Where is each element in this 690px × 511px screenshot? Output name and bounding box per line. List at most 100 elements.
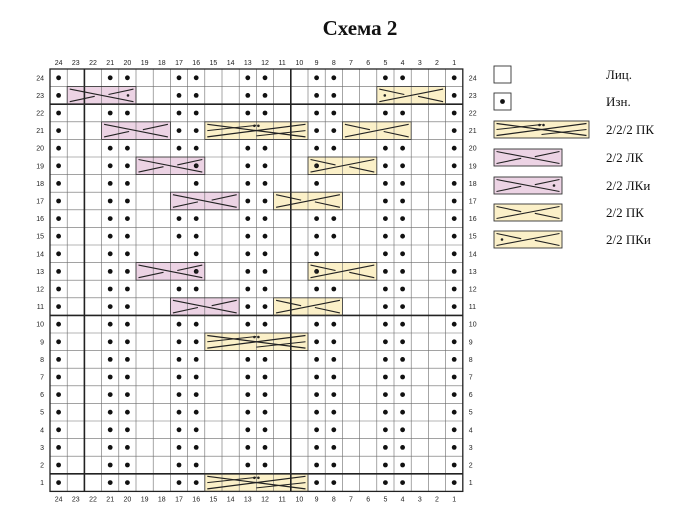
- cable-outline: [204, 473, 309, 492]
- purl-dot: [400, 321, 405, 327]
- purl-dot: [383, 198, 388, 204]
- legend-cable-lcp: [496, 178, 560, 193]
- purl-dot: [193, 181, 199, 186]
- cable-line: [496, 124, 542, 130]
- row-label-right: 6: [469, 392, 473, 399]
- cable-rcp-row-19: [310, 158, 375, 173]
- row-label-left: 1: [40, 480, 44, 487]
- cable-line: [496, 232, 522, 240]
- purl-dot: [125, 198, 130, 204]
- legend-label-c4x: 2/2/2 ПК: [606, 122, 655, 137]
- purl-dot: [176, 409, 182, 415]
- purl-dot: [107, 392, 113, 397]
- purl-dot: [331, 445, 337, 450]
- row-label-left: 4: [40, 427, 44, 434]
- cable-dot: [253, 476, 256, 480]
- cable-line: [177, 158, 203, 166]
- row-label-left: 6: [40, 392, 44, 399]
- purl-dot: [383, 480, 388, 485]
- purl-dot: [451, 269, 457, 274]
- purl-dot: [56, 145, 61, 151]
- cable-outline: [307, 262, 378, 281]
- purl-dot: [245, 357, 251, 362]
- row-label-left: 9: [40, 339, 44, 346]
- purl-dot: [262, 392, 268, 397]
- legend-label-lcp: 2/2 ЛКи: [606, 178, 651, 193]
- column-label-bottom: 2: [435, 496, 439, 503]
- cable-line: [349, 166, 375, 173]
- column-label-top: 15: [210, 60, 218, 67]
- cable-outline: [341, 121, 412, 140]
- purl-dot: [400, 216, 405, 222]
- purl-dot: [176, 145, 182, 151]
- cable-line: [211, 194, 237, 201]
- purl-dot: [262, 145, 268, 151]
- purl-dot: [314, 374, 319, 380]
- row-label-right: 15: [469, 234, 477, 241]
- column-label-bottom: 6: [366, 496, 370, 503]
- purl-dot: [383, 321, 388, 327]
- purl-dot: [245, 269, 251, 274]
- purl-dot: [451, 321, 457, 327]
- purl-dot: [107, 75, 113, 81]
- purl-dot: [262, 321, 268, 327]
- purl-dot: [245, 93, 251, 98]
- purl-dot: [245, 445, 251, 450]
- cable-line: [138, 264, 203, 279]
- purl-dot: [331, 145, 337, 151]
- row-label-left: 20: [36, 146, 44, 153]
- cable-line: [207, 124, 257, 132]
- cable-dot: [538, 123, 541, 127]
- purl-dot: [331, 392, 337, 397]
- cable-rc-row-21: [344, 123, 409, 138]
- row-label-left: 17: [36, 199, 44, 206]
- purl-dot: [193, 321, 199, 327]
- row-label-right: 13: [469, 269, 477, 276]
- purl-dot: [125, 110, 130, 116]
- column-label-bottom: 5: [383, 496, 387, 503]
- purl-dot: [331, 216, 337, 222]
- column-label-bottom: 11: [279, 496, 286, 503]
- purl-dot: [176, 216, 182, 222]
- purl-dot: [107, 357, 113, 362]
- purl-dot: [56, 480, 61, 485]
- purl-dot: [331, 339, 337, 345]
- purl-dot: [331, 427, 337, 433]
- purl-dot: [262, 251, 268, 257]
- cable-line: [349, 271, 375, 279]
- column-label-top: 6: [366, 60, 370, 67]
- column-label-bottom: 3: [418, 496, 422, 503]
- purl-dot: [451, 480, 457, 485]
- purl-dot: [245, 251, 251, 257]
- cable-line: [256, 130, 306, 137]
- cable-lc-row-21: [103, 123, 169, 138]
- purl-dot: [314, 251, 319, 257]
- row-label-left: 15: [36, 234, 44, 241]
- purl-dot: [193, 75, 199, 81]
- purl-dot: [245, 374, 251, 380]
- purl-dot: [451, 233, 457, 239]
- purl-dot: [125, 269, 130, 274]
- cable-outline: [273, 191, 343, 211]
- column-label-bottom: 8: [332, 496, 336, 503]
- purl-dot: [383, 392, 388, 397]
- legend-symbol-knit: [493, 65, 512, 84]
- row-label-right: 10: [469, 322, 477, 329]
- cable-line: [310, 158, 375, 173]
- purl-dot: [125, 321, 130, 327]
- purl-dot: [383, 269, 388, 274]
- purl-dot: [176, 445, 182, 450]
- purl-dot: [176, 374, 182, 380]
- purl-dot: [331, 357, 337, 362]
- purl-dot: [400, 339, 405, 345]
- purl-dot: [400, 198, 405, 204]
- column-label-bottom: 4: [401, 496, 405, 503]
- purl-dot: [107, 321, 113, 327]
- purl-dot: [56, 462, 61, 468]
- purl-dot: [314, 181, 319, 186]
- cable-line: [534, 150, 560, 158]
- row-label-left: 22: [36, 111, 44, 118]
- purl-dot: [125, 427, 130, 433]
- purl-dot: [383, 233, 388, 239]
